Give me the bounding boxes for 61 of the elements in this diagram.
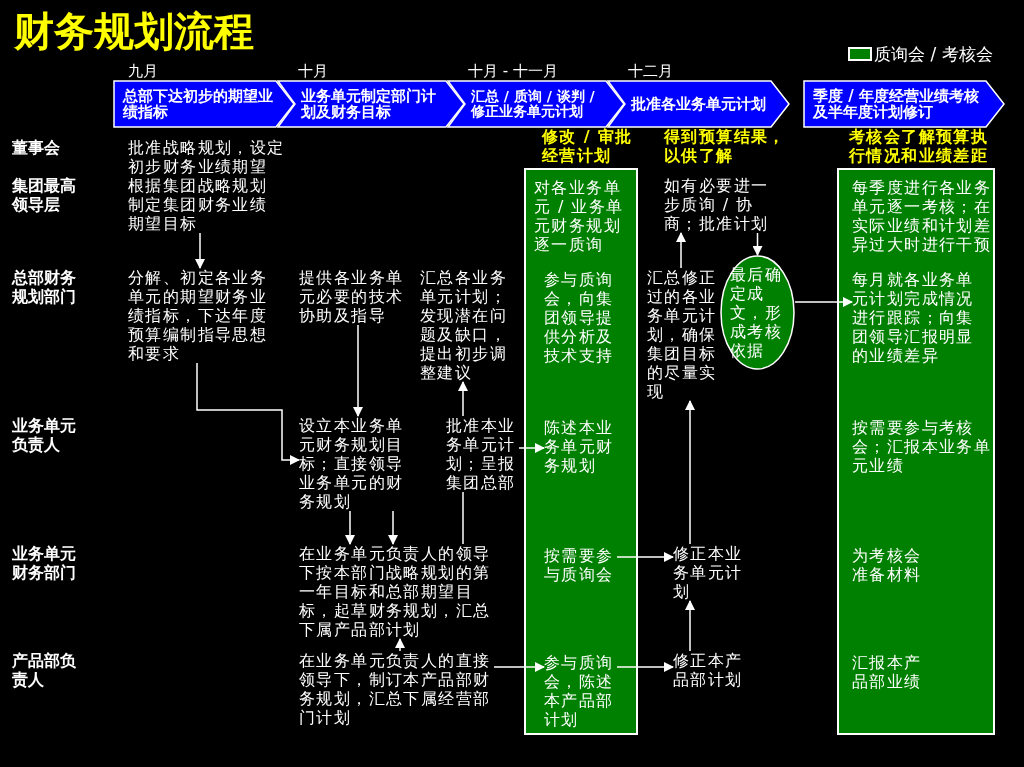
legend-label: 质询会 / 考核会 bbox=[874, 44, 993, 64]
page-title: 财务规划流程 bbox=[14, 7, 254, 56]
step-text: 在业务单元负责人的领导下按本部门战略规划的第一年目标和总部期望目标，起草财务规划，汇总下属产品部计划 bbox=[299, 544, 494, 639]
step-text: 按需要参与考核会；汇报本业务单元业绩 bbox=[852, 418, 995, 475]
step-text: 按需要参与质询会 bbox=[544, 546, 617, 584]
arrow bbox=[794, 297, 853, 307]
step-text: 汇总各业务单元计划；发现潜在问题及缺口，提出初步调整建议 bbox=[420, 268, 510, 382]
arrow bbox=[395, 638, 405, 652]
arrow bbox=[616, 552, 674, 562]
arrow bbox=[388, 510, 398, 545]
arrow bbox=[685, 400, 695, 545]
month-label: 十月 bbox=[298, 62, 328, 80]
month-label: 十二月 bbox=[628, 62, 673, 80]
phase-banner: 季度 / 年度经营业绩考核及半年度计划修订 bbox=[803, 80, 1005, 128]
step-text: 在业务单元负责人的直接领导下，制订本产品部财务规划，汇总下属经营部门计划 bbox=[299, 651, 494, 727]
lane-label: 董事会 bbox=[12, 138, 60, 157]
step-text: 汇总修正过的各业务单元计划，确保集团目标的尽量实现 bbox=[647, 268, 720, 401]
step-text: 提供各业务单元必要的技术协助及指导 bbox=[299, 268, 407, 325]
step-text: 设立本业务单元财务规划目标；直接领导业务单元的财务规划 bbox=[299, 416, 407, 511]
arrow bbox=[752, 232, 763, 256]
lane-label: 业务单元财务部门 bbox=[12, 544, 77, 582]
column-heading: 修改 / 审批经营计划 bbox=[542, 127, 634, 165]
arrow bbox=[353, 324, 363, 417]
step-text: 为考核会准备材料 bbox=[852, 546, 925, 584]
step-text: 如有必要进一步质询 / 协商；批准计划 bbox=[664, 176, 772, 233]
lane-label: 总部财务规划部门 bbox=[12, 268, 77, 306]
arrow bbox=[458, 381, 468, 417]
step-text: 每季度进行各业务单元逐一考核；在实际业绩和计划差异过大时进行干预 bbox=[852, 178, 995, 254]
arrow bbox=[676, 232, 686, 269]
step-text: 每月就各业务单元计划完成情况进行跟踪；向集团领导汇报明显的业绩差异 bbox=[852, 270, 977, 365]
month-label: 十月 - 十一月 bbox=[468, 62, 558, 80]
step-text: 修正本业务单元计划 bbox=[673, 544, 746, 601]
column-heading: 考核会了解预算执行情况和业绩差距 bbox=[849, 127, 990, 165]
phase-banner: 总部下达初步的期望业绩指标 bbox=[113, 80, 295, 128]
step-text: 根据集团战略规划制定集团财务业绩期望目标 bbox=[128, 176, 271, 233]
arrow bbox=[195, 232, 205, 269]
step-text: 批准战略规划，设定初步财务业绩期望 bbox=[128, 138, 288, 176]
lane-label: 业务单元负责人 bbox=[12, 416, 77, 454]
step-text: 对各业务单元 / 业务单元财务规划逐一质询 bbox=[534, 178, 624, 254]
step-text: 修正本产品部计划 bbox=[673, 651, 746, 689]
month-label: 九月 bbox=[128, 62, 158, 80]
step-text: 参与质询会，向集团领导提供分析及技术支持 bbox=[544, 270, 617, 365]
step-text: 汇报本产品部业绩 bbox=[852, 653, 925, 691]
connector-line bbox=[462, 491, 464, 545]
step-text: 分解、初定各业务单元的期望财务业绩指标，下达年度预算编制指导思想和要求 bbox=[128, 268, 271, 363]
lane-label: 产品部负责人 bbox=[12, 651, 77, 689]
arrow bbox=[493, 662, 545, 672]
step-text: 参与质询会，陈述本产品部计划 bbox=[544, 653, 617, 729]
column-note: 得到预算结果，以供了解 bbox=[664, 127, 787, 165]
step-text: 批准本业务单元计划；呈报集团总部 bbox=[446, 416, 519, 492]
arrow bbox=[616, 662, 674, 672]
phase-banner: 批准各业务单元计划 bbox=[607, 80, 790, 128]
lane-label: 集团最高领导层 bbox=[12, 176, 77, 214]
step-ellipse: 最后确定成文，形成考核依据 bbox=[720, 255, 795, 370]
arrow bbox=[685, 600, 695, 652]
phase-banner: 业务单元制定部门计划及财务目标 bbox=[277, 80, 465, 128]
phase-banner: 汇总 / 质询 / 谈判 / 修正业务单元计划 bbox=[447, 80, 625, 128]
arrow bbox=[196, 362, 300, 465]
arrow bbox=[345, 510, 355, 545]
step-text: 陈述本业务单元财务规划 bbox=[544, 418, 617, 475]
arrow bbox=[518, 443, 545, 453]
